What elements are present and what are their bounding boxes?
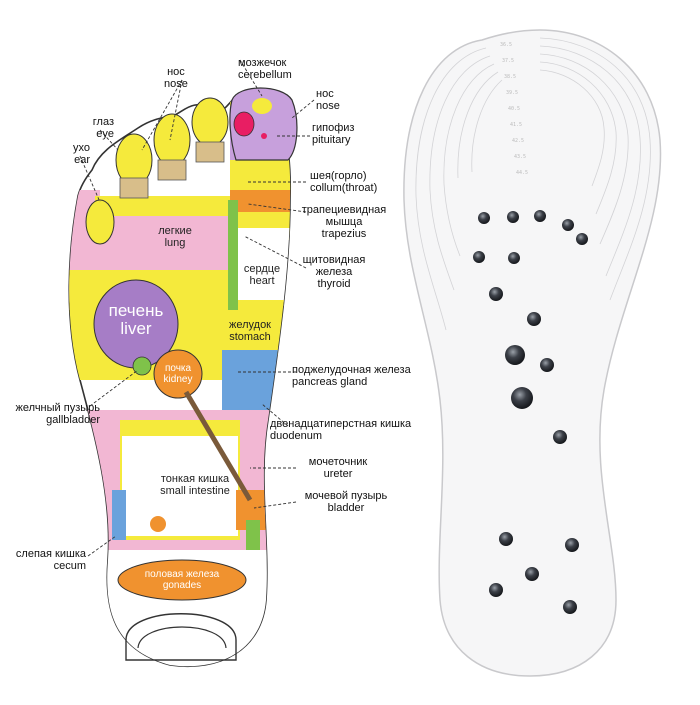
gallbladder-zone — [132, 356, 152, 376]
gonades-zone — [117, 559, 247, 601]
leader-lines — [79, 59, 315, 557]
size-mark: 39.5 — [506, 90, 518, 96]
size-mark: 40.5 — [508, 106, 520, 112]
size-mark: 44.5 — [516, 170, 528, 176]
size-mark: 37.5 — [502, 58, 514, 64]
kidney-zone — [153, 349, 203, 399]
heel-loop — [125, 613, 237, 661]
size-mark: 43.5 — [514, 154, 526, 160]
toe-3 — [153, 113, 191, 167]
ureter-line — [183, 390, 253, 502]
foot-map — [68, 87, 298, 667]
size-mark: 41.5 — [510, 122, 522, 128]
insole-shape — [403, 29, 662, 677]
toe-1 — [85, 199, 115, 245]
size-mark: 38.5 — [504, 74, 516, 80]
size-mark: 36.5 — [500, 42, 512, 48]
size-mark: 42.5 — [512, 138, 524, 144]
magnetic-insole: 36.5 37.5 38.5 39.5 40.5 41.5 42.5 43.5 44.5 — [403, 29, 662, 677]
toe-4 — [191, 97, 229, 147]
big-toe — [229, 87, 298, 161]
size-marks: 36.5 37.5 38.5 39.5 40.5 41.5 42.5 43.5 44.5 — [500, 42, 528, 176]
label-throat: шея(горло)collum(throat) — [310, 170, 378, 194]
